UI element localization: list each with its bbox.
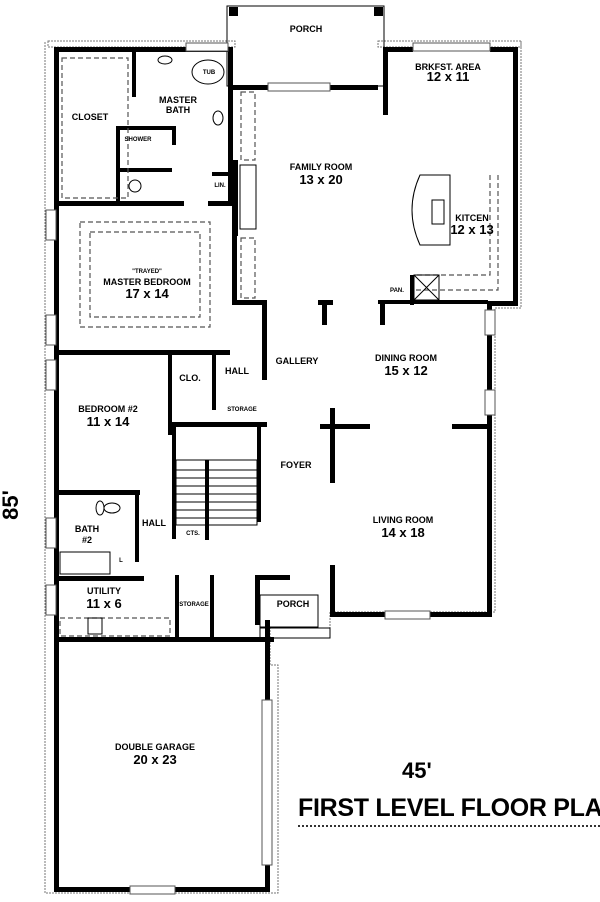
size-living: 14 x 18	[381, 525, 424, 540]
label-master-bath-2: BATH	[166, 105, 190, 115]
label-living: LIVING ROOM	[373, 515, 434, 525]
size-dining: 15 x 12	[384, 363, 427, 378]
size-master-bed: 17 x 14	[125, 286, 169, 301]
label-linen: LIN.	[214, 183, 226, 189]
size-bedroom2: 11 x 14	[87, 414, 130, 429]
label-coats: CTS.	[186, 531, 200, 537]
interior-walls	[54, 47, 492, 642]
size-utility: 11 x 6	[86, 596, 121, 611]
windows	[45, 42, 496, 895]
label-master-bed: MASTER BEDROOM	[103, 277, 191, 287]
label-closet2: CLO.	[179, 373, 201, 383]
label-storage-upper: STORAGE	[227, 407, 257, 413]
depth-dimension: 85'	[0, 490, 23, 520]
plan-title: FIRST LEVEL FLOOR PLAN	[298, 794, 600, 827]
stairs	[175, 459, 258, 526]
label-kitchen: KITCEN	[455, 213, 489, 223]
label-hall-upper: HALL	[225, 366, 249, 376]
label-shower: SHOWER	[125, 137, 153, 143]
size-garage: 20 x 23	[133, 752, 176, 767]
label-trayed: "TRAYED"	[132, 269, 162, 275]
label-storage-lower: STORAGE	[179, 602, 209, 608]
rear-porch	[226, 5, 385, 87]
size-kitchen: 12 x 13	[450, 222, 493, 237]
label-foyer: FOYER	[280, 460, 312, 470]
label-closet: CLOSET	[72, 112, 109, 122]
label-bath2: BATH	[75, 524, 99, 534]
label-porch-front: PORCH	[277, 599, 310, 609]
label-family: FAMILY ROOM	[290, 162, 353, 172]
size-brkfst: 12 x 11	[427, 69, 470, 84]
label-master-bath: MASTER	[159, 95, 198, 105]
fixtures	[59, 55, 499, 639]
label-linen2: L	[119, 558, 123, 564]
label-bath2-2: #2	[82, 535, 92, 545]
label-gallery: GALLERY	[276, 356, 319, 366]
size-family: 13 x 20	[299, 172, 342, 187]
label-tub: TUB	[203, 70, 216, 76]
width-dimension: 45'	[402, 758, 432, 783]
label-utility: UTILITY	[87, 586, 121, 596]
label-garage: DOUBLE GARAGE	[115, 742, 195, 752]
label-bedroom2: BEDROOM #2	[78, 404, 138, 414]
label-hall-lower: HALL	[142, 518, 166, 528]
room-labels: PORCH BRKFST. AREA 12 x 11 FAMILY ROOM 1…	[72, 24, 494, 767]
label-pantry: PAN.	[390, 288, 404, 294]
label-dining: DINING ROOM	[375, 353, 437, 363]
label-brkfst: BRKFST. AREA	[415, 62, 481, 72]
label-porch-rear: PORCH	[290, 24, 323, 34]
